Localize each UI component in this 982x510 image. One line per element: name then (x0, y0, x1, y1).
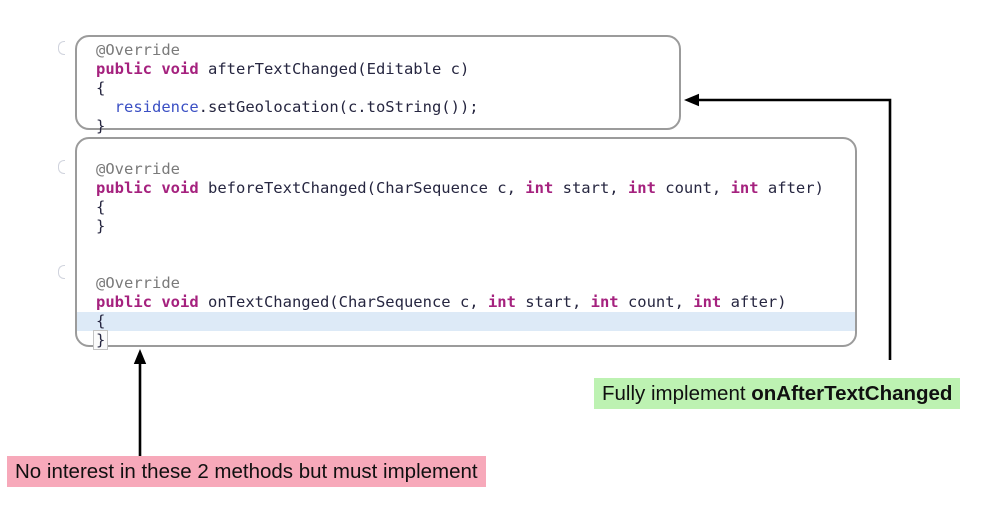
code-line: @Override (77, 274, 855, 293)
code-line: public void beforeTextChanged(CharSequen… (77, 179, 855, 198)
code-line: } (77, 330, 855, 350)
code-line: @Override (77, 160, 855, 179)
code-token-keyword: int (693, 293, 722, 311)
arrowhead-up-icon (133, 349, 147, 364)
code-line (77, 255, 855, 274)
callout-green-text: Fully implement (602, 382, 752, 405)
code-line: residence.setGeolocation(c.toString()); (77, 98, 679, 117)
code-line: @Override (77, 41, 679, 60)
code-token-keyword: public void (96, 179, 199, 197)
code-line (77, 236, 855, 255)
code-token-plain: afterTextChanged(Editable c) (198, 60, 470, 78)
code-token-plain: onTextChanged(CharSequence c, (198, 293, 488, 311)
code-token-plain: start, (553, 179, 628, 197)
arrowhead-left-icon (684, 93, 699, 107)
code-token-plain: count, (655, 179, 731, 197)
code-line: { (77, 79, 679, 98)
code-token-keyword: int (590, 293, 619, 311)
code-token-keyword: int (487, 293, 516, 311)
code-token-keyword: int (525, 179, 554, 197)
code-line: } (77, 117, 679, 136)
code-token-annotation: @Override (96, 41, 180, 59)
code-fold-marker-icon (58, 160, 65, 174)
code-token-plain (96, 98, 115, 116)
code-token-keyword: int (730, 179, 759, 197)
code-token-plain: start, (515, 293, 591, 311)
code-token-plain: beforeTextChanged(CharSequence c, (198, 179, 526, 197)
code-fold-marker-icon (58, 41, 65, 55)
code-token-plain: { (96, 312, 106, 330)
code-token-plain: after) (758, 179, 824, 197)
code-token-plain: } (96, 117, 106, 135)
code-line: } (77, 217, 855, 236)
code-token-plain: } (96, 217, 106, 235)
code-line: public void afterTextChanged(Editable c) (77, 60, 679, 79)
code-token-field: residence (114, 98, 199, 116)
arrow-to-empty-methods-box (133, 349, 147, 456)
callout-fully-implement: Fully implement onAfterTextChanged (594, 378, 961, 409)
code-token-plain: { (96, 198, 106, 216)
code-token-plain: .setGeolocation(c.toString()); (198, 98, 479, 116)
code-line: public void onTextChanged(CharSequence c… (77, 293, 855, 312)
code-token-plain: } (93, 330, 109, 350)
callout-green-method-name: onAfterTextChanged (751, 382, 953, 405)
code-token-plain: { (96, 79, 106, 97)
code-token-annotation: @Override (96, 274, 180, 292)
code-token-keyword: public void (96, 60, 199, 78)
code-line: { (77, 198, 855, 217)
code-line: { (77, 312, 855, 331)
code-fold-marker-icon (58, 265, 65, 279)
code-token-plain: after) (721, 293, 787, 311)
code-token-plain: count, (618, 293, 694, 311)
code-token-keyword: public void (96, 293, 199, 311)
code-token-keyword: int (627, 179, 656, 197)
code-token-annotation: @Override (96, 160, 180, 178)
callout-no-interest: No interest in these 2 methods but must … (7, 456, 486, 487)
